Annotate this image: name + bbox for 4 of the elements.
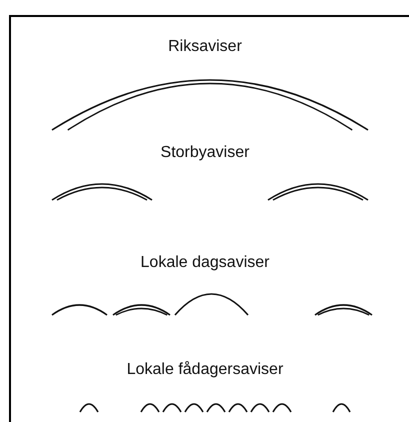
category-label: Riksaviser — [168, 38, 242, 56]
category-label: Lokale dagsaviser — [140, 254, 270, 272]
category-label: Lokale fådagersaviser — [126, 361, 284, 379]
category-label: Storbyaviser — [160, 144, 250, 162]
